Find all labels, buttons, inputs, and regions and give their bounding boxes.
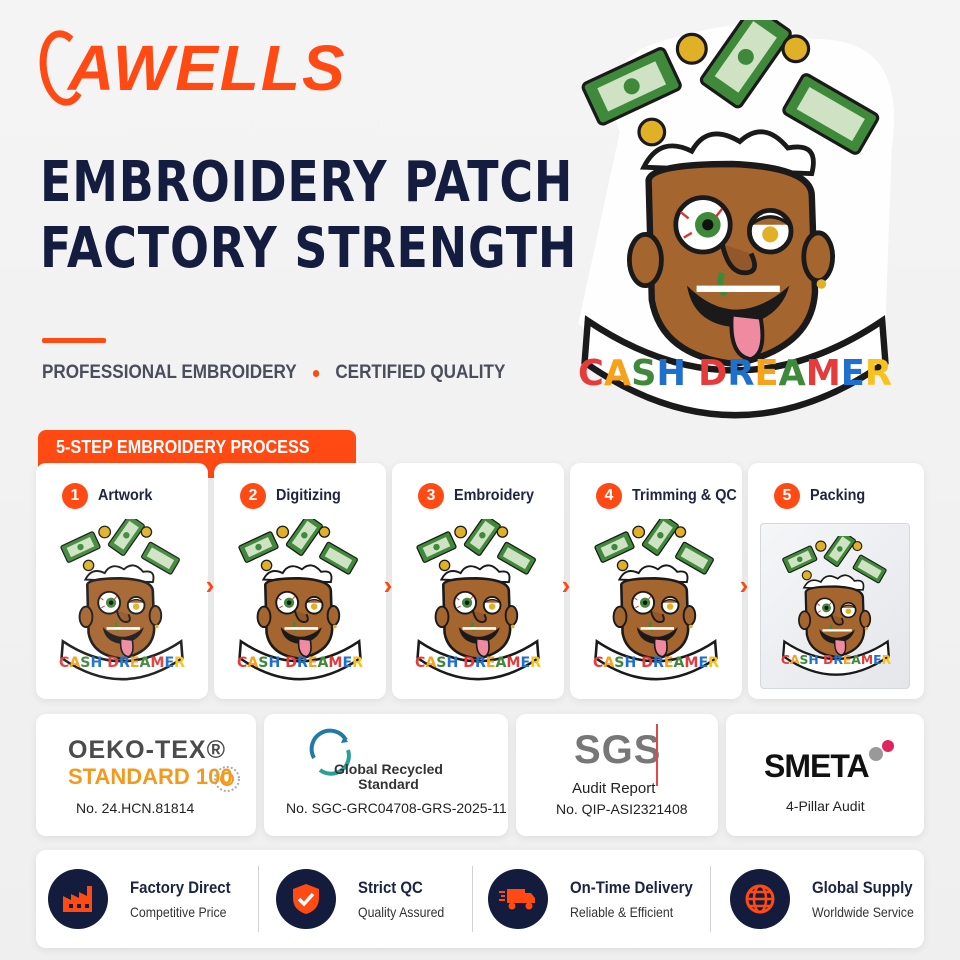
sgs-sub: Audit Report [572, 780, 656, 797]
step-number: 3 [418, 483, 444, 509]
step-number: 2 [240, 483, 266, 509]
brand-name: AWELLS [68, 32, 347, 104]
feature-sub: Reliable & Efficient [570, 904, 674, 920]
feature-title: Factory Direct [130, 878, 231, 897]
step-number: 4 [596, 483, 622, 509]
grs-title-line2: Standard [358, 776, 419, 792]
step-number: 5 [774, 483, 800, 509]
smeta-logo: SMETA [764, 748, 870, 784]
feature-sub: Worldwide Service [812, 904, 914, 920]
cert-oeko-tex: OEKO-TEX® STANDARD 100 No. 24.HCN.81814 [36, 714, 256, 836]
step-label: Trimming & QC [632, 487, 737, 504]
cert-smeta: SMETA 4-Pillar Audit [726, 714, 924, 836]
step-label: Embroidery [454, 487, 535, 504]
cert-grs: Global Recycled Standard No. SGC-GRC0470… [264, 714, 508, 836]
step-label: Packing [810, 487, 866, 504]
feature-title: Global Supply [812, 878, 913, 897]
shield-check-icon [276, 869, 336, 929]
factory-icon [48, 869, 108, 929]
chevron-right-icon: › [383, 569, 393, 600]
tagline-right: CERTIFIED QUALITY [335, 362, 506, 383]
grs-globe-icon [309, 728, 351, 776]
feature-sub: Competitive Price [130, 904, 227, 920]
tagline-left: PROFESSIONAL EMBROIDERY [42, 362, 297, 383]
chevron-right-icon: › [561, 569, 571, 600]
step-card-packing: 5 Packing [748, 463, 924, 699]
smeta-sub: 4-Pillar Audit [786, 798, 865, 814]
grs-title: Global Recycled Standard [334, 762, 443, 792]
step-card-digitizing: 2 Digitizing [214, 463, 386, 699]
hero-patch-image [545, 20, 925, 420]
truck-icon [488, 869, 548, 929]
grs-number: No. SGC-GRC04708-GRS-2025-11 [286, 800, 507, 816]
feature-strict-qc: Strict QC Quality Assured [276, 850, 456, 948]
step-label: Artwork [98, 487, 153, 504]
tagline: PROFESSIONAL EMBROIDERY CERTIFIED QUALIT… [42, 362, 505, 384]
grs-title-line1: Global Recycled [334, 761, 443, 777]
headline-line1: EMBROIDERY PATCH [40, 150, 574, 215]
feature-sub: Quality Assured [358, 904, 445, 920]
step-card-artwork: 1 Artwork [36, 463, 208, 699]
step-label: Digitizing [276, 487, 341, 504]
chevron-right-icon: › [739, 569, 749, 600]
headline-line2: FACTORY STRENGTH [40, 216, 578, 281]
oeko-sub: STANDARD 100 [68, 764, 233, 789]
brand-logo: AWELLS [34, 27, 347, 109]
packed-patch-image [779, 536, 893, 676]
title-underline [42, 338, 106, 343]
oeko-number: No. 24.HCN.81814 [76, 800, 195, 816]
page-title: EMBROIDERY PATCH FACTORY STRENGTH [40, 150, 577, 282]
feature-title: Strict QC [358, 878, 423, 897]
step-number: 1 [62, 483, 88, 509]
sgs-logo: SGS [574, 728, 662, 772]
globe-icon [730, 869, 790, 929]
sgs-red-line [656, 724, 658, 786]
feature-divider [710, 866, 711, 932]
smeta-dots-icon [869, 740, 894, 761]
chevron-right-icon: › [205, 569, 215, 600]
embroidery-patch-image [413, 519, 543, 681]
step-card-trimming-qc: 4 Trimming & QC [570, 463, 742, 699]
feature-divider [258, 866, 259, 932]
process-title: 5-STEP EMBROIDERY PROCESS [56, 437, 310, 457]
sgs-number: No. QIP-ASI2321408 [556, 801, 688, 817]
feature-title: On-Time Delivery [570, 878, 693, 897]
cert-sgs: SGS Audit Report No. QIP-ASI2321408 [516, 714, 718, 836]
process-steps: 1 Artwork › 2 Digitizing › 3 Embroidery › 4… [36, 463, 924, 699]
packing-bag [760, 523, 910, 689]
oeko-seal-icon [214, 766, 240, 792]
artwork-patch-image [57, 519, 187, 681]
trimming-patch-image [591, 519, 721, 681]
digitizing-patch-image [235, 519, 365, 681]
tagline-dot [312, 369, 320, 377]
feature-divider [472, 866, 473, 932]
oeko-title: OEKO-TEX® [68, 736, 226, 764]
step-card-embroidery: 3 Embroidery [392, 463, 564, 699]
